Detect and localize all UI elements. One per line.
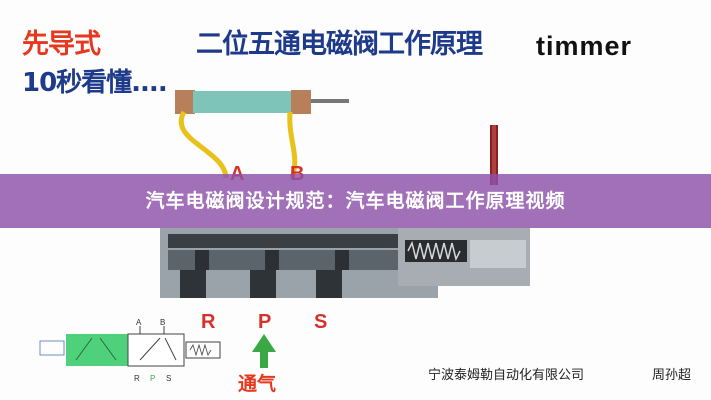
company-name: 宁波泰姆勒自动化有限公司 xyxy=(428,368,585,383)
spring-coil xyxy=(407,240,461,262)
symbol-label-a: A xyxy=(136,318,142,327)
port-channel-s xyxy=(316,270,342,298)
spool-land xyxy=(335,250,349,270)
symbol-flow-line xyxy=(75,337,93,361)
symbol-label-s: S xyxy=(166,374,171,383)
title-highlight: 先导式 xyxy=(22,29,101,60)
cylinder-end-cap-right xyxy=(291,90,311,114)
symbol-flow-line xyxy=(139,337,161,361)
air-supply-label: 通气 xyxy=(238,373,277,395)
valve-symbol: A B R P S xyxy=(39,318,221,383)
valve-channel-upper xyxy=(168,234,430,248)
caption-banner xyxy=(0,174,711,228)
symbol-active-position xyxy=(66,334,128,366)
solenoid-housing xyxy=(398,228,530,286)
symbol-flow-line xyxy=(99,337,117,361)
symbol-solenoid-box xyxy=(39,340,65,356)
cylinder-end-cap-left xyxy=(175,90,195,114)
port-channel-r xyxy=(180,270,206,298)
air-arrow-icon xyxy=(252,334,276,368)
caption-banner-text: 汽车电磁阀设计规范：汽车电磁阀工作原理视频 xyxy=(145,190,566,212)
symbol-spring-box xyxy=(185,341,221,359)
subtitle: 10秒看懂.... xyxy=(22,68,168,98)
solenoid-stem-highlight xyxy=(492,125,496,185)
air-arrow xyxy=(252,334,276,368)
port-channel-p xyxy=(250,270,276,298)
valve-port-s: S xyxy=(314,311,328,333)
symbol-label-p: P xyxy=(150,374,155,383)
valve-spool xyxy=(168,250,430,270)
brand-logo: timmer xyxy=(536,31,633,61)
author-name: 周孙超 xyxy=(652,368,692,383)
cylinder xyxy=(175,90,349,114)
tube-b xyxy=(287,111,298,179)
valve-port-p: P xyxy=(258,311,272,333)
symbol-spring xyxy=(189,343,212,357)
title-main: 二位五通电磁阀工作原理 xyxy=(196,29,483,60)
spool-land xyxy=(195,250,209,270)
tube-a xyxy=(178,110,229,179)
spool-land xyxy=(265,250,279,270)
piston-rod xyxy=(311,99,349,103)
symbol-flow-line xyxy=(164,337,177,361)
valve-port-r: R xyxy=(201,311,216,333)
cylinder-barrel xyxy=(193,91,293,113)
symbol-label-b: B xyxy=(160,318,165,327)
valve-body xyxy=(160,228,438,298)
symbol-label-r: R xyxy=(134,374,140,383)
coil-block xyxy=(470,240,526,268)
symbol-rest-position xyxy=(127,333,185,367)
